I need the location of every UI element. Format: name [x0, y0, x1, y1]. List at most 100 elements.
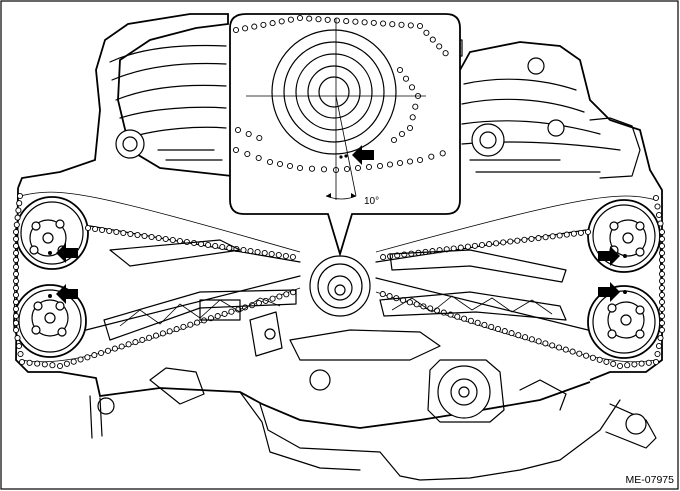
chain-link — [507, 238, 514, 245]
chain-link — [296, 14, 304, 22]
chain-link — [549, 233, 556, 240]
chain-link — [266, 158, 274, 166]
chain-link — [556, 232, 563, 239]
chain-link — [194, 319, 201, 326]
chain-link — [12, 305, 20, 313]
chain-link — [658, 312, 666, 320]
chain-link — [247, 247, 254, 255]
chain-link — [486, 241, 493, 248]
chain-link — [34, 360, 41, 367]
chain-link — [658, 249, 666, 257]
chain-link — [91, 352, 98, 359]
chain-link — [658, 291, 666, 299]
chain-link — [412, 103, 419, 110]
chain-link — [406, 124, 414, 132]
chain-link — [652, 358, 660, 366]
intake-manifold — [109, 39, 641, 179]
chain-link — [104, 347, 112, 354]
chain-link — [12, 298, 20, 306]
chain-link — [658, 326, 666, 334]
chain-link — [467, 317, 474, 324]
chain-link — [386, 293, 393, 300]
chain-link — [488, 323, 495, 330]
chain-link — [493, 240, 500, 247]
chain-link — [106, 227, 113, 235]
chain-link — [276, 160, 284, 168]
chain-link — [92, 225, 99, 233]
chain-link — [402, 75, 410, 82]
chain-link — [645, 359, 652, 366]
chain-link — [139, 336, 146, 343]
chain-link — [354, 164, 362, 172]
chain-link — [535, 338, 542, 345]
chain-link — [562, 346, 569, 353]
chain-link — [464, 243, 471, 250]
chain-link — [268, 250, 275, 258]
chain-link — [577, 229, 584, 236]
chain-link — [63, 360, 70, 367]
chain-link — [245, 130, 252, 138]
chain-link — [494, 325, 502, 333]
chain-link — [232, 26, 240, 34]
chain-link — [148, 233, 155, 241]
chain-link — [125, 341, 132, 348]
chain-link — [655, 342, 663, 350]
chain-link — [658, 256, 666, 264]
chain-link — [132, 339, 139, 346]
right-upper-cam-sprocket — [587, 199, 661, 273]
chain-link — [658, 235, 666, 243]
chain-link — [12, 291, 20, 299]
chain-link — [658, 277, 666, 285]
chain-link — [14, 214, 21, 221]
chain-link — [407, 22, 414, 29]
chain-link — [183, 238, 190, 246]
chain-link — [376, 162, 384, 170]
chain-link — [287, 16, 294, 23]
chain-link — [657, 334, 664, 342]
chain-links-right — [379, 194, 666, 370]
chain-link — [380, 254, 387, 261]
left-lower-cam-sprocket — [13, 284, 87, 358]
chain-link — [658, 263, 666, 271]
chain-link — [379, 291, 386, 298]
chain-link — [390, 136, 398, 144]
chain-link — [652, 194, 660, 202]
chain-link — [282, 252, 289, 260]
chain-link — [658, 242, 666, 250]
chain-link — [155, 234, 162, 242]
chain-link — [12, 242, 20, 250]
chain-link — [416, 156, 424, 164]
chain-link — [16, 192, 24, 200]
chain-link — [333, 17, 340, 24]
chain-link — [398, 21, 405, 28]
chain-link — [500, 239, 507, 246]
chain-link — [589, 354, 596, 361]
chain-link — [563, 231, 570, 238]
chain-link — [423, 29, 430, 36]
chain-link — [570, 230, 577, 237]
chain-link — [658, 305, 666, 313]
chain-link — [289, 253, 296, 261]
callout-chain-links — [232, 14, 449, 174]
chain-link — [187, 321, 194, 328]
chain-link — [118, 343, 125, 350]
chain-link — [624, 362, 631, 369]
chain-link — [221, 310, 228, 317]
chain-link — [542, 340, 549, 347]
chain-link — [501, 328, 508, 335]
callout-reference-lines — [246, 18, 426, 200]
chain-link — [70, 358, 77, 365]
chain-link — [98, 349, 105, 357]
chain-link — [583, 352, 590, 359]
chain-link — [436, 43, 443, 50]
chain-link — [286, 162, 294, 170]
chain-link — [254, 248, 261, 256]
chain-link — [120, 229, 127, 237]
chain-link — [515, 332, 522, 339]
chain-link — [657, 220, 664, 227]
chain-link — [269, 295, 276, 302]
chain-link — [315, 16, 322, 23]
chain-link — [549, 342, 556, 349]
